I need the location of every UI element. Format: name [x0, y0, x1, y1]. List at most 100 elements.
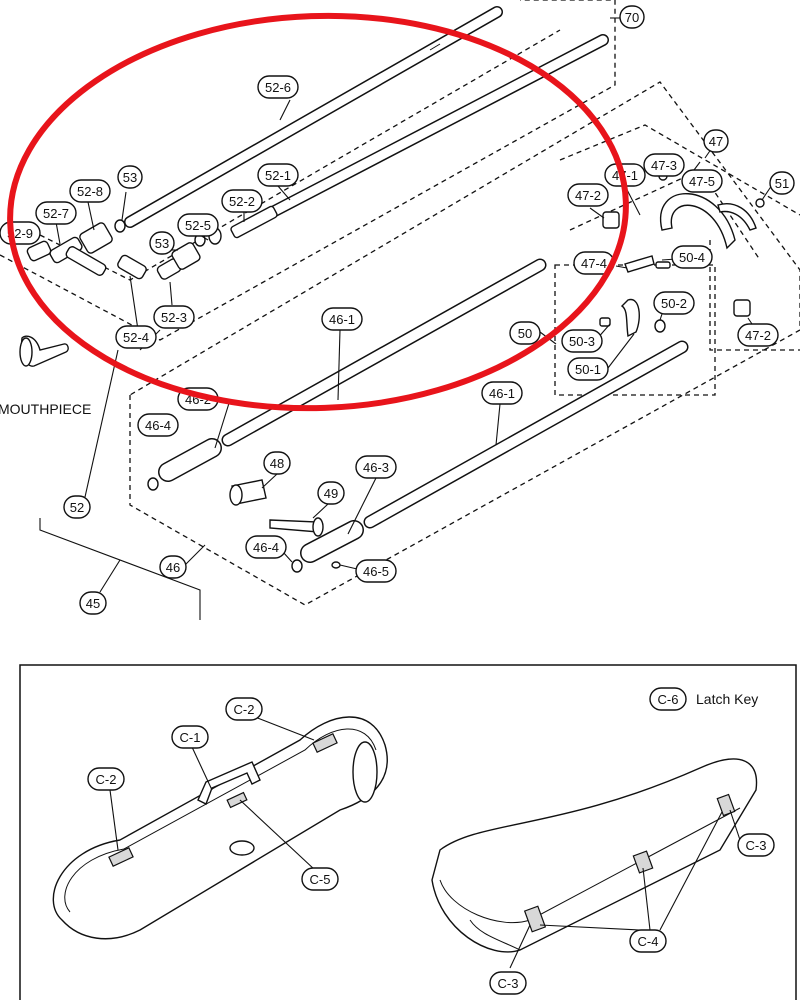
label-50-2: 50-2: [653, 291, 695, 315]
label-c-3-b: C-3: [489, 971, 527, 995]
svg-text:50-3: 50-3: [569, 334, 595, 349]
svg-text:46-1: 46-1: [489, 386, 515, 401]
svg-text:52: 52: [70, 500, 84, 515]
label-c-6: C-6: [649, 687, 687, 711]
case-right: [431, 758, 758, 953]
part-labels: 70 47 52-6 53 52-8 52-7 52-9 52-1 52-2 5…: [0, 5, 795, 615]
label-46-1-b: 46-1: [481, 381, 523, 405]
label-c-3: C-3: [737, 833, 775, 857]
svg-text:46-3: 46-3: [363, 460, 389, 475]
label-c-4: C-4: [629, 929, 667, 953]
svg-text:C-4: C-4: [638, 934, 659, 949]
label-52-7: 52-7: [35, 201, 77, 225]
label-c-1: C-1: [171, 725, 209, 749]
svg-text:52-5: 52-5: [185, 218, 211, 233]
svg-text:51: 51: [775, 176, 789, 191]
slide-small-parts: [26, 205, 278, 280]
case-panel-frame: [19, 664, 797, 1000]
svg-text:C-3: C-3: [498, 976, 519, 991]
label-c-2: C-2: [225, 697, 263, 721]
label-52-1: 52-1: [257, 163, 299, 187]
svg-text:47-2: 47-2: [745, 328, 771, 343]
label-52-8: 52-8: [69, 179, 111, 203]
svg-text:52-7: 52-7: [43, 206, 69, 221]
label-53: 53: [117, 165, 143, 189]
label-46-4-b: 46-4: [245, 535, 287, 559]
svg-text:50: 50: [518, 326, 532, 341]
svg-text:52-6: 52-6: [265, 80, 291, 95]
case-labels: C-2 C-1 C-2 C-5 C-6 Latch Key C-3 C-4 C-…: [87, 687, 775, 995]
svg-text:47-2: 47-2: [575, 188, 601, 203]
label-c-5: C-5: [301, 867, 339, 891]
svg-text:50-1: 50-1: [575, 362, 601, 377]
label-52-2: 52-2: [221, 189, 263, 213]
svg-text:C-2: C-2: [234, 702, 255, 717]
svg-text:47: 47: [709, 134, 723, 149]
label-52-5: 52-5: [177, 213, 219, 237]
label-47-5: 47-5: [681, 169, 723, 193]
svg-text:46: 46: [166, 560, 180, 575]
svg-text:70: 70: [625, 10, 639, 25]
case-leader-lines: [109, 716, 741, 969]
svg-text:46-4: 46-4: [253, 540, 279, 555]
svg-text:53: 53: [123, 170, 137, 185]
label-45: 45: [79, 591, 107, 615]
svg-text:52-1: 52-1: [265, 168, 291, 183]
bow-crook-parts: [599, 171, 765, 338]
label-52-3: 52-3: [153, 305, 195, 329]
svg-text:50-4: 50-4: [679, 250, 705, 265]
label-52-9: 52-9: [0, 221, 41, 245]
svg-text:53: 53: [155, 236, 169, 251]
outer-slide-tubes: [147, 258, 689, 573]
label-46-3: 46-3: [355, 455, 397, 479]
highlight-ellipse: [7, 12, 629, 412]
label-47-2: 47-2: [567, 183, 609, 207]
label-47: 47: [703, 129, 729, 153]
label-c-2-b: C-2: [87, 767, 125, 791]
svg-text:52-3: 52-3: [161, 310, 187, 325]
svg-text:49: 49: [324, 486, 338, 501]
label-51: 51: [769, 171, 795, 195]
label-48: 48: [263, 451, 291, 475]
label-52: 52: [63, 495, 91, 519]
label-50-1: 50-1: [567, 357, 609, 381]
svg-text:45: 45: [86, 596, 100, 611]
assembly-45-bracket: [39, 518, 201, 620]
svg-text:C-3: C-3: [746, 838, 767, 853]
svg-text:46-5: 46-5: [363, 564, 389, 579]
label-50-3: 50-3: [561, 329, 603, 353]
svg-text:C-5: C-5: [310, 872, 331, 887]
label-49: 49: [317, 481, 345, 505]
mouthpiece-label: MOUTHPIECE: [0, 401, 91, 417]
case-left: [52, 716, 388, 940]
label-46-5: 46-5: [355, 559, 397, 583]
label-70: 70: [619, 5, 645, 29]
label-46: 46: [159, 555, 187, 579]
svg-text:C-2: C-2: [96, 772, 117, 787]
mouthpiece-shape: [19, 335, 69, 367]
label-53-b: 53: [149, 231, 175, 255]
svg-text:48: 48: [270, 456, 284, 471]
label-52-6: 52-6: [257, 75, 299, 99]
label-47-2-b: 47-2: [737, 323, 779, 347]
svg-text:C-6: C-6: [658, 692, 679, 707]
svg-text:46-4: 46-4: [145, 418, 171, 433]
label-52-4: 52-4: [115, 325, 157, 349]
label-47-3: 47-3: [643, 153, 685, 177]
svg-text:47-3: 47-3: [651, 158, 677, 173]
svg-text:46-1: 46-1: [329, 312, 355, 327]
svg-text:52-2: 52-2: [229, 194, 255, 209]
svg-text:50-2: 50-2: [661, 296, 687, 311]
svg-text:47-5: 47-5: [689, 174, 715, 189]
svg-text:C-1: C-1: [180, 730, 201, 745]
svg-text:52-8: 52-8: [77, 184, 103, 199]
slide-tubes: [124, 6, 609, 234]
latch-key-text: Latch Key: [696, 691, 758, 707]
label-46-4: 46-4: [137, 413, 179, 437]
label-50-4: 50-4: [671, 245, 713, 269]
label-46-1: 46-1: [321, 307, 363, 331]
svg-text:47-4: 47-4: [581, 256, 607, 271]
label-50: 50: [509, 321, 541, 345]
svg-text:52-4: 52-4: [123, 330, 149, 345]
